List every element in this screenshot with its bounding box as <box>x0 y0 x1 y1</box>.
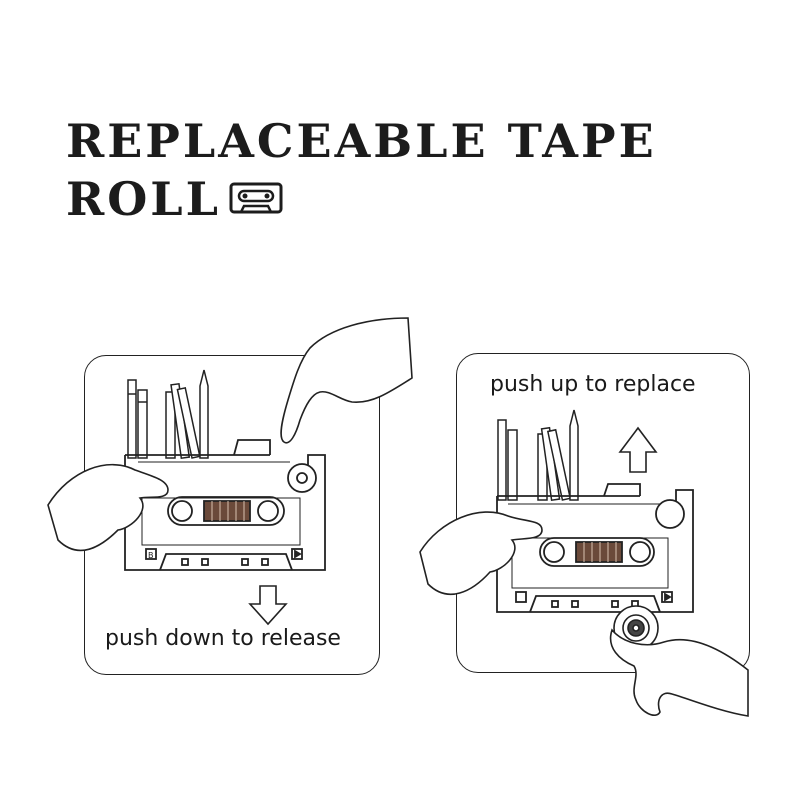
down-arrow-icon <box>248 585 288 626</box>
cassette-dispenser-left <box>124 439 326 571</box>
caption-push-up: push up to replace <box>490 372 696 397</box>
hand-left-holding <box>47 463 169 552</box>
side-label-left: B <box>148 551 154 560</box>
hand-right-holding <box>419 511 543 595</box>
up-arrow-icon <box>618 426 658 473</box>
page-title: REPLACEABLE TAPE ROLL <box>66 112 657 228</box>
title-line-2-text: ROLL <box>66 172 221 226</box>
title-line-1: REPLACEABLE TAPE <box>66 114 657 168</box>
title-line-2: ROLL <box>66 170 657 228</box>
play-icon <box>291 548 303 560</box>
instruction-panel-replace <box>456 353 750 673</box>
cassette-dispenser-right <box>496 483 694 613</box>
caption-push-down: push down to release <box>105 626 341 651</box>
pencils-right <box>497 409 579 502</box>
pencils-left <box>127 369 209 460</box>
hand-pressing-down <box>280 317 413 444</box>
tape-roll <box>613 605 659 651</box>
cassette-icon <box>229 182 283 214</box>
hand-pushing-up <box>609 628 749 717</box>
